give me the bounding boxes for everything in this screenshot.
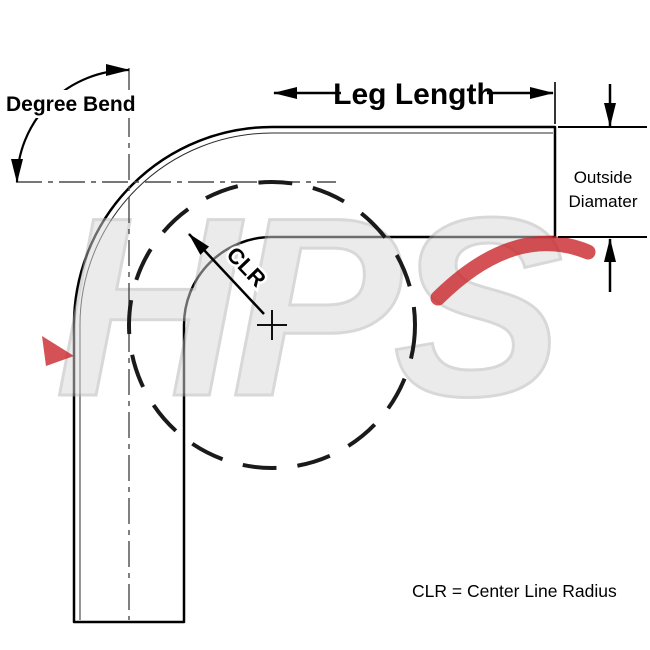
watermark-hps-text: HPS	[55, 165, 561, 450]
outside-diameter-label-line2: Diamater	[569, 192, 638, 211]
degree-bend-label: Degree Bend	[6, 93, 136, 116]
clr-arrow	[188, 233, 265, 315]
tube-wall-line	[79, 132, 553, 620]
outside-diameter-label-line1: Outside	[574, 168, 633, 187]
watermark-red-wedge	[42, 336, 74, 366]
watermark-swoosh	[430, 236, 596, 306]
watermark: HPS	[42, 164, 596, 452]
degree-bend-label-bg	[0, 90, 138, 118]
center-mark	[257, 310, 287, 340]
leg-length-label: Leg Length	[333, 78, 495, 111]
leg-length-label-bg	[341, 74, 487, 112]
clr-legend: CLR = Center Line Radius	[412, 581, 617, 601]
clr-dashed-circle	[127, 180, 417, 470]
